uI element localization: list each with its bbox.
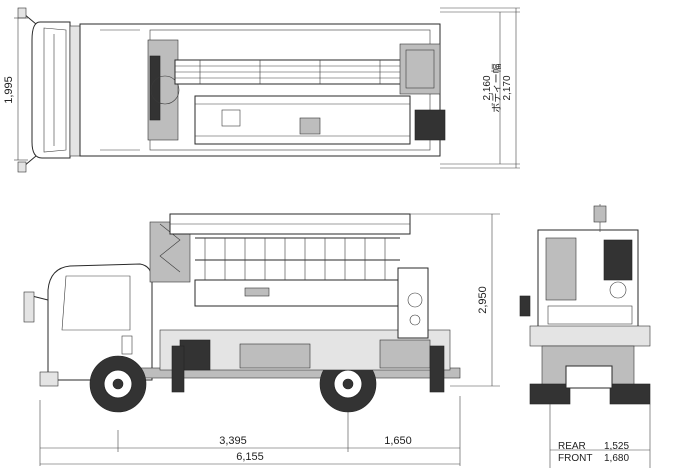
side-view bbox=[23, 213, 500, 466]
rear-overhang-dimension: 1,650 bbox=[384, 435, 412, 447]
top-view-width-dimension: 1,995 bbox=[3, 76, 15, 104]
overall-height-dimension: 2,950 bbox=[477, 286, 489, 314]
overall-length-dimension: 6,155 bbox=[236, 451, 264, 463]
front-tread-dimension: 1,680 bbox=[604, 453, 629, 464]
rear-view bbox=[519, 204, 651, 468]
top-view bbox=[14, 7, 520, 173]
wheelbase-dimension: 3,395 bbox=[219, 435, 247, 447]
overall-width-dimension: 2,160 bbox=[482, 75, 493, 100]
front-tread-label: FRONT bbox=[558, 453, 592, 464]
rear-tread-dimension: 1,525 bbox=[604, 441, 629, 452]
body-width-dimension: 2,170 bbox=[502, 75, 513, 100]
rear-tread-label: REAR bbox=[558, 441, 586, 452]
body-width-label: ボディー幅 bbox=[490, 63, 503, 112]
